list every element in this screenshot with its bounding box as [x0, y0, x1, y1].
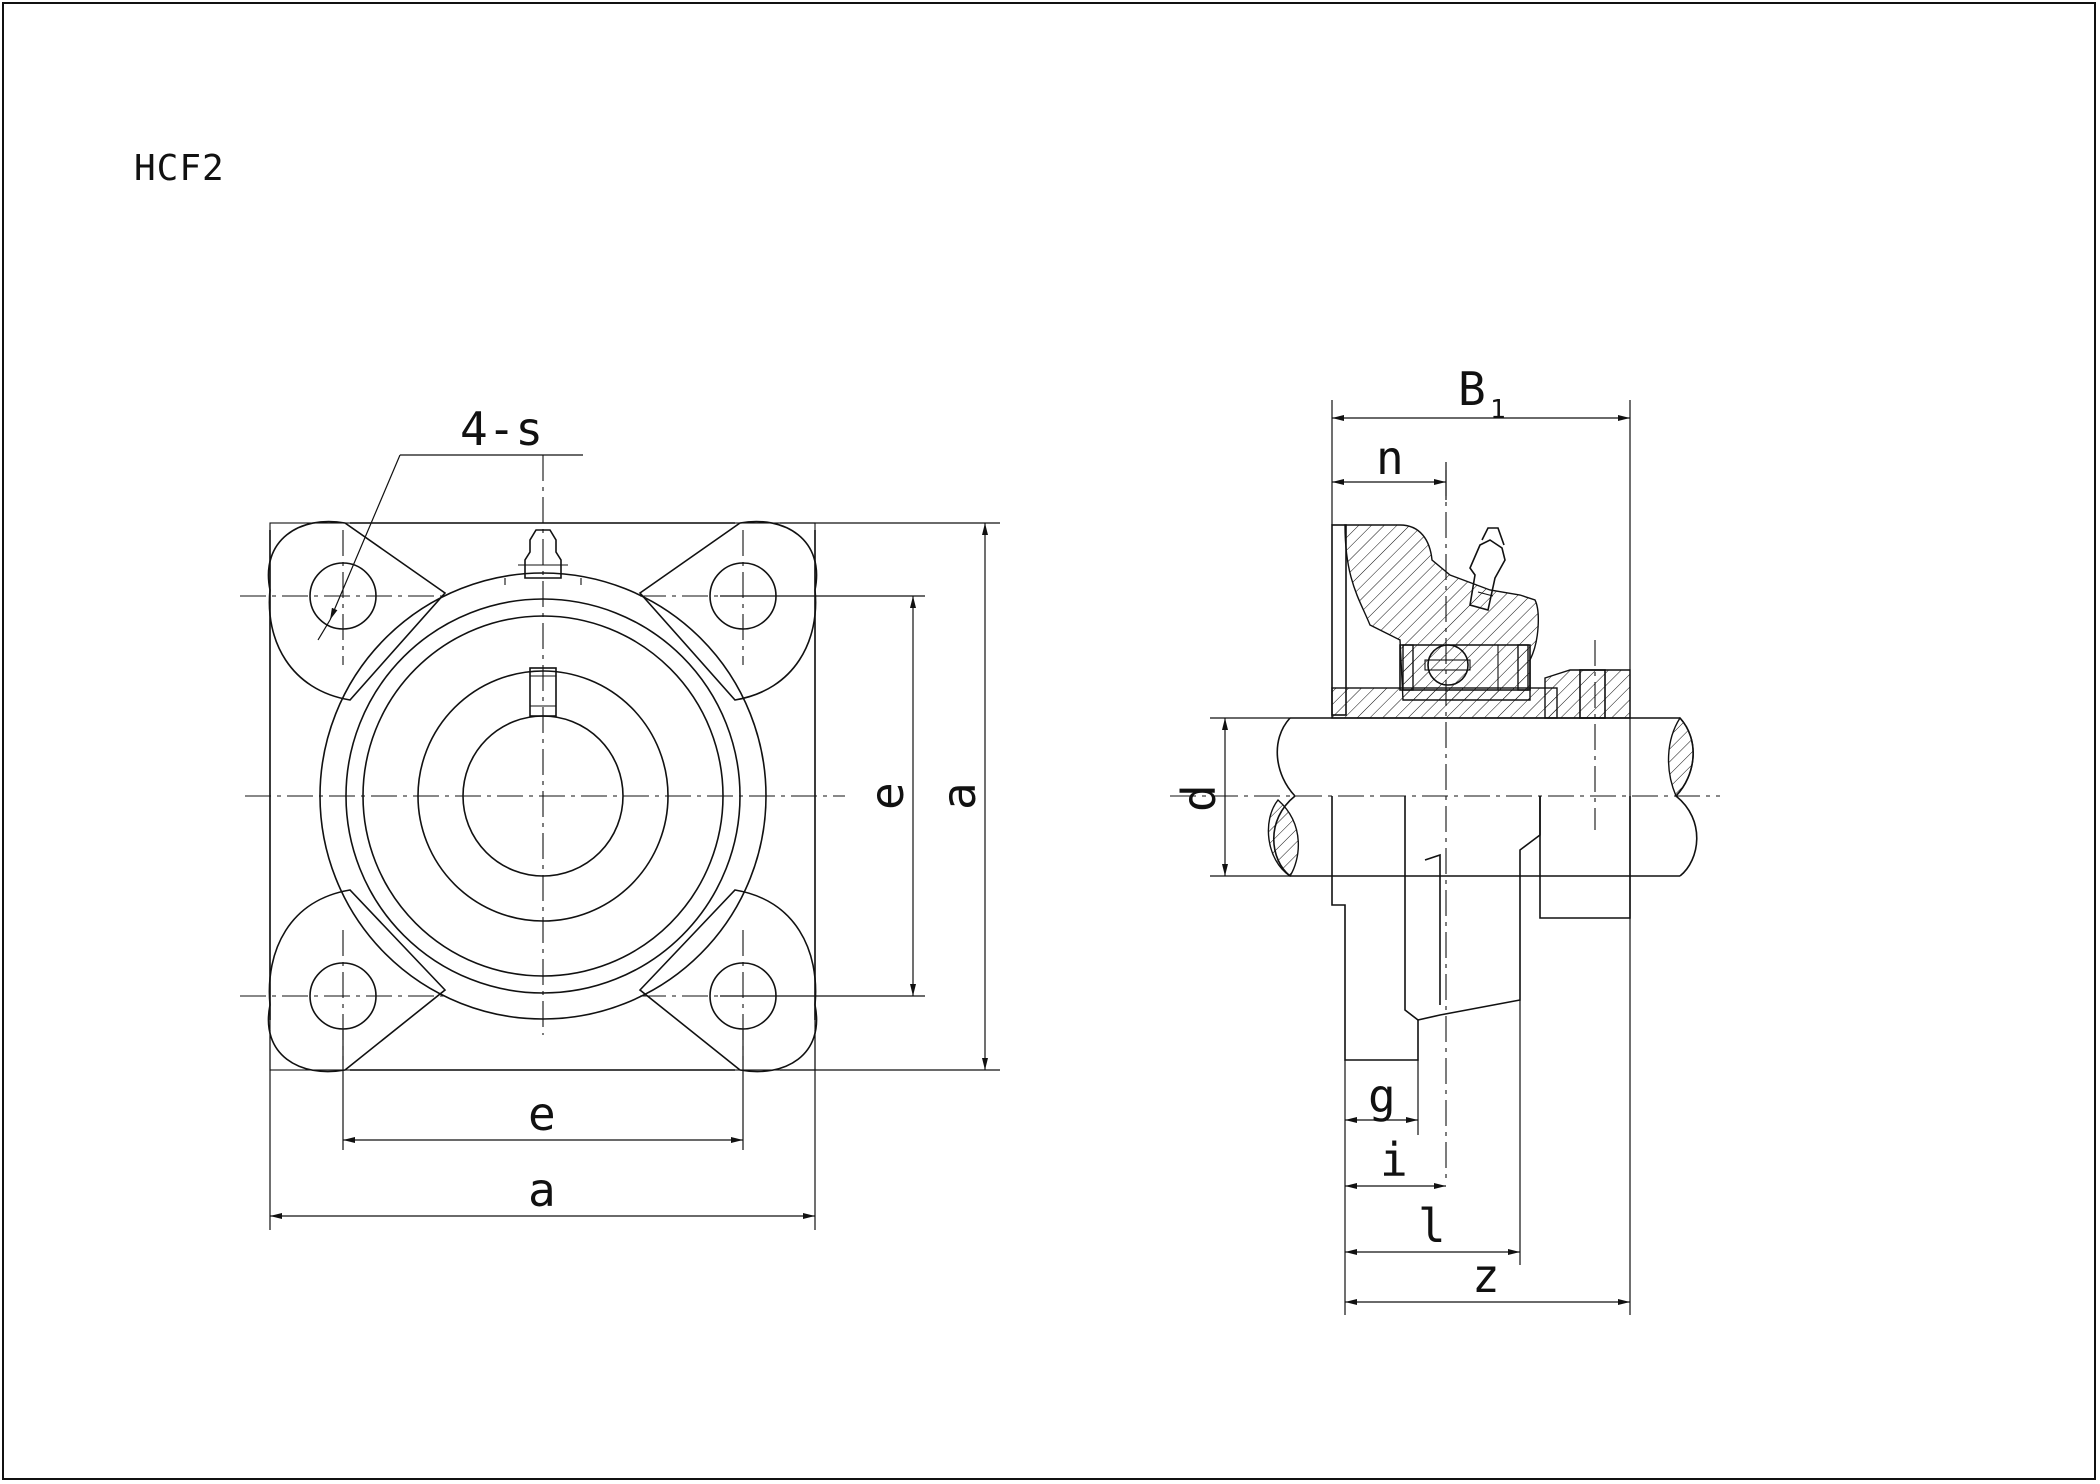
- n-label: n: [1376, 431, 1404, 485]
- dim-front-e: e: [342, 1030, 744, 1150]
- front-centerlines: [240, 455, 845, 1060]
- dim-front-a: a: [269, 1030, 816, 1230]
- dim-side-i: i: [1345, 1133, 1446, 1189]
- side-centerlines: [1170, 470, 1720, 1180]
- side-grease-nipple: [1469, 527, 1506, 611]
- dim-side-z: z: [1345, 1249, 1630, 1305]
- front-a-vertical-label: a: [932, 782, 986, 810]
- front-e-label: e: [528, 1087, 556, 1141]
- housing-upper-section: [1331, 524, 1631, 719]
- holes-label: 4-s: [460, 402, 543, 456]
- b1-label: B: [1458, 362, 1486, 416]
- dim-side-g: g: [1344, 1060, 1419, 1315]
- dim-front-e-vertical: e: [720, 595, 925, 997]
- housing-lower-outline: [1331, 796, 1631, 1061]
- g-label: g: [1368, 1069, 1396, 1123]
- drawing-title: HCF2: [134, 148, 225, 189]
- dim-side-n: n: [1332, 431, 1447, 500]
- i-label: i: [1380, 1133, 1408, 1187]
- dim-side-l: l: [1345, 1000, 1521, 1265]
- shaft: [1267, 716, 1698, 877]
- front-e-vertical-label: e: [860, 782, 914, 810]
- z-label: z: [1472, 1249, 1500, 1303]
- b1-subscript: 1: [1490, 395, 1506, 425]
- holes-leader: 4-s: [317, 402, 583, 641]
- front-a-label: a: [528, 1163, 556, 1217]
- l-label: l: [1418, 1199, 1446, 1253]
- d-label: d: [1172, 784, 1226, 812]
- dim-side-b1: B 1: [1331, 362, 1631, 1315]
- corner-ears: [267, 520, 818, 1073]
- front-view: 4-s e a e a: [240, 402, 1000, 1230]
- dim-front-a-vertical: a: [780, 522, 1000, 1071]
- dim-side-d: d: [1172, 717, 1290, 877]
- side-view: B 1 n d g i: [1170, 362, 1720, 1315]
